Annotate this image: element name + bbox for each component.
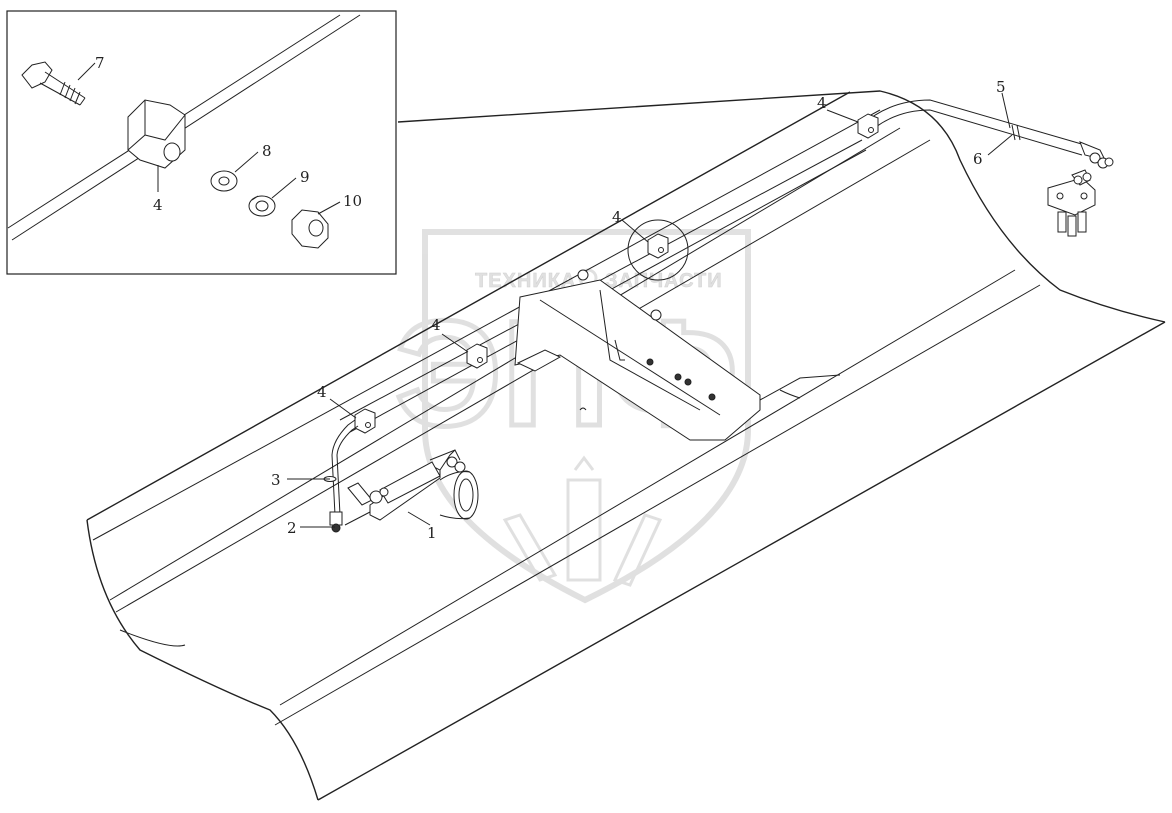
cross-member-hole	[577, 269, 589, 281]
label-4d: 4	[317, 383, 327, 401]
washer-8	[210, 170, 238, 192]
label-2: 2	[287, 519, 297, 537]
valve-assembly	[1011, 124, 1114, 237]
label-3: 3	[271, 471, 281, 489]
label-1: 1	[427, 524, 437, 542]
wheat-icon	[502, 455, 663, 587]
cross-member-hole	[650, 309, 662, 321]
inset-detail	[6, 10, 397, 275]
hose-fittings	[323, 419, 371, 533]
clamp-body-4	[127, 99, 186, 169]
clamp-4b	[647, 233, 669, 259]
bolt-7	[21, 61, 86, 106]
clamp-4d	[354, 408, 376, 434]
label-10: 10	[343, 192, 362, 210]
bolt-head	[708, 393, 716, 401]
label-5: 5	[996, 78, 1006, 96]
cross-member	[514, 269, 841, 441]
highlight-circle	[627, 219, 689, 281]
label-4a: 4	[817, 94, 827, 112]
label-4b: 4	[612, 208, 622, 226]
bolt-head	[684, 378, 692, 386]
frame-rail	[86, 90, 1166, 801]
clamp-4a	[857, 113, 879, 139]
label-9: 9	[300, 168, 310, 186]
watermark-line1: ТЕХНИКА	[475, 270, 576, 292]
watermark-shield	[422, 229, 751, 604]
label-6: 6	[973, 150, 983, 168]
label-7: 7	[95, 54, 105, 72]
leader-lines	[287, 92, 1013, 528]
nut-10	[291, 209, 329, 249]
bolt-head	[646, 358, 654, 366]
label-4c: 4	[431, 316, 441, 334]
label-8: 8	[262, 142, 272, 160]
label-4-inset: 4	[153, 196, 163, 214]
clamp-4c	[466, 343, 488, 369]
inset-frame	[6, 10, 397, 275]
brake-chamber	[347, 449, 479, 521]
bolt-head	[674, 373, 682, 381]
lock-washer-9	[248, 195, 276, 217]
